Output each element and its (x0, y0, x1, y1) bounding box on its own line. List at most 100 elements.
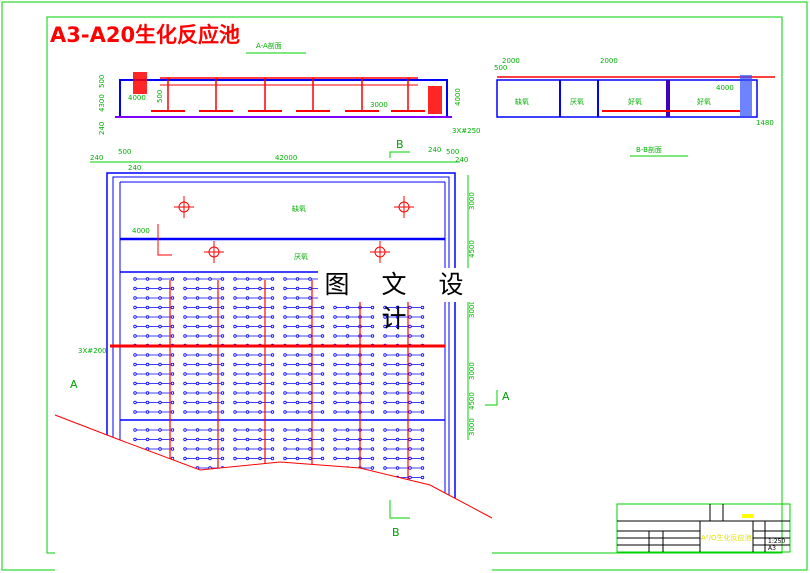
diffuser-dot (370, 334, 375, 338)
diffuser-dot (133, 437, 137, 442)
diffuser-dot (158, 428, 162, 432)
mixer-blade (370, 241, 390, 263)
diffuser-dot (170, 334, 175, 338)
diffuser-dot (245, 447, 250, 451)
diffuser-dot (295, 447, 300, 451)
diffuser-dot (283, 410, 287, 414)
diffuser-dot (383, 324, 387, 329)
diffuser-dot (295, 381, 300, 386)
diffuser-dot (420, 437, 425, 442)
diffuser-dot (383, 466, 387, 470)
diffuser-dot (333, 428, 337, 432)
diffuser-dot (245, 410, 250, 414)
zone-label: 好氧 (628, 97, 642, 106)
diffuser-dot (370, 456, 375, 461)
diffuser-dot (245, 353, 250, 357)
diffuser-dot (195, 315, 200, 319)
diffuser-dot (195, 381, 200, 386)
diffuser-dot (208, 428, 212, 432)
diffuser-dot (183, 447, 187, 451)
diffuser-dot (320, 447, 325, 451)
diffuser-dot (295, 456, 300, 461)
diffuser-dot (420, 466, 425, 470)
section-a-a-label: A-A剖面 (256, 41, 282, 50)
diffuser-dot (320, 324, 325, 329)
diffuser-dot (320, 381, 325, 386)
diffuser-dot (170, 447, 175, 451)
diffuser-dot (283, 381, 287, 386)
diffuser-dot (208, 305, 212, 310)
diffuser-dot (295, 305, 300, 310)
diffuser-dot (220, 456, 225, 461)
diffuser-dot (320, 372, 325, 376)
diffuser-dot (283, 437, 287, 442)
zone-label: 好氧 (697, 97, 711, 106)
diffuser-dot (245, 381, 250, 386)
diffuser-dot (395, 437, 400, 442)
diffuser-dot (383, 447, 387, 451)
diffuser-dot (208, 437, 212, 442)
diffuser-dot (308, 372, 312, 376)
diffuser-dot (158, 391, 162, 395)
diffuser-dot (258, 277, 262, 281)
diffuser-dot (220, 410, 225, 414)
diffuser-dot (370, 437, 375, 442)
diffuser-dot (145, 410, 150, 414)
zone-label: 厌氧 (570, 97, 584, 106)
diffuser-dot (133, 277, 137, 281)
diffuser-dot (270, 286, 275, 291)
diffuser-dot (270, 447, 275, 451)
diffuser-dot (195, 305, 200, 310)
diffuser-dot (383, 437, 387, 442)
drawing-title: A3-A20生化反应池 (50, 23, 240, 47)
diffuser-dot (233, 410, 237, 414)
diffuser-dot (308, 277, 312, 281)
dim-text: 240 (90, 154, 103, 162)
diffuser-dot (208, 334, 212, 338)
diffuser-dot (258, 296, 262, 300)
diffuser-dot (295, 324, 300, 329)
diffuser-dot (383, 456, 387, 461)
diffuser-dot (370, 305, 375, 310)
dim-text: 4000 (716, 84, 734, 92)
diffuser-dot (170, 381, 175, 386)
dim-text: 500 (446, 148, 459, 156)
diffuser-dot (308, 362, 312, 367)
diffuser-dot (183, 437, 187, 442)
inlet-channel (133, 72, 147, 94)
diffuser-dot (308, 305, 312, 310)
diffuser-dot (233, 381, 237, 386)
dim-text: 4500 (468, 240, 476, 258)
diffuser-dot (283, 334, 287, 338)
diffuser-dot (195, 324, 200, 329)
dim-text: 2000 (600, 57, 618, 65)
diffuser-dot (183, 334, 187, 338)
diffuser-dot (283, 277, 287, 281)
diffuser-dot (320, 315, 325, 319)
diffuser-dot (258, 437, 262, 442)
diffuser-dot (170, 391, 175, 395)
tank-outline (496, 79, 758, 118)
diffuser-dot (170, 353, 175, 357)
diffuser-dot (270, 428, 275, 432)
diffuser-dot (195, 391, 200, 395)
diffuser-dot (170, 437, 175, 442)
diffuser-dot (333, 391, 337, 395)
diffuser-dot (158, 353, 162, 357)
diffuser-dot (370, 391, 375, 395)
diffuser-dot (183, 353, 187, 357)
diffuser-dot (258, 324, 262, 329)
diffuser-dot (408, 447, 412, 451)
diffuser-dot (370, 466, 375, 470)
diffuser-dot (183, 391, 187, 395)
diffuser-dot (245, 456, 250, 461)
diffuser-dot (220, 381, 225, 386)
diffuser-dot (233, 324, 237, 329)
diffuser-dot (308, 437, 312, 442)
pipe-note: 3X#250 (452, 127, 480, 135)
diffuser-dot (295, 353, 300, 357)
diffuser-dot (208, 372, 212, 376)
diffuser-dot (208, 353, 212, 357)
section-mark-line (485, 390, 498, 406)
